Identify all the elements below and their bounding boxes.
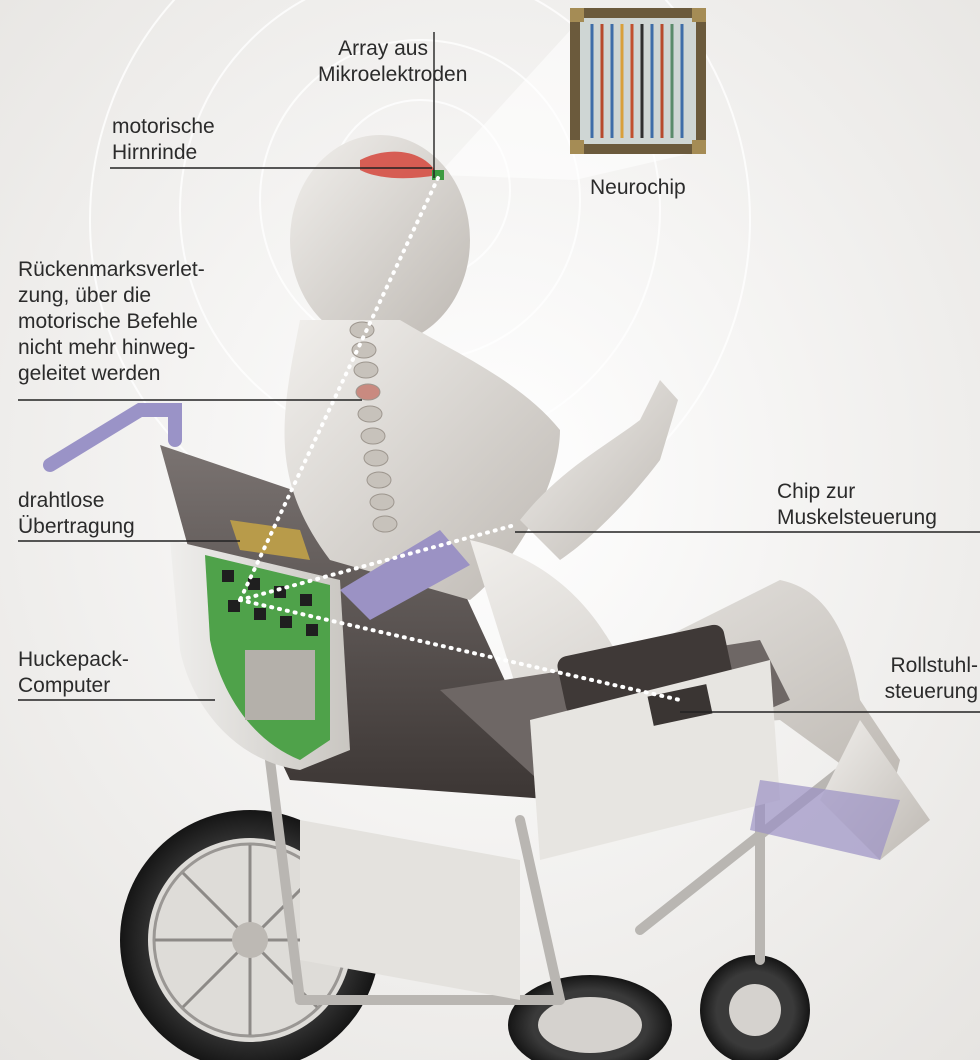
label-motor-cortex: motorische Hirnrinde xyxy=(112,114,215,166)
label-wireless-transmission: drahtlose Übertragung xyxy=(18,488,135,540)
neurochip-graphic xyxy=(570,8,706,154)
label-spinal-injury: Rückenmarksverlet- zung, über die motori… xyxy=(18,257,205,387)
label-wheelchair-control: Rollstuhl- steuerung xyxy=(860,653,978,705)
label-piggyback-computer: Huckepack- Computer xyxy=(18,647,129,699)
label-muscle-control-chip: Chip zur Muskelsteuerung xyxy=(777,479,937,531)
label-microelectrode-array: Array aus Mikroelektroden xyxy=(318,36,428,88)
label-neurochip: Neurochip xyxy=(590,175,686,201)
